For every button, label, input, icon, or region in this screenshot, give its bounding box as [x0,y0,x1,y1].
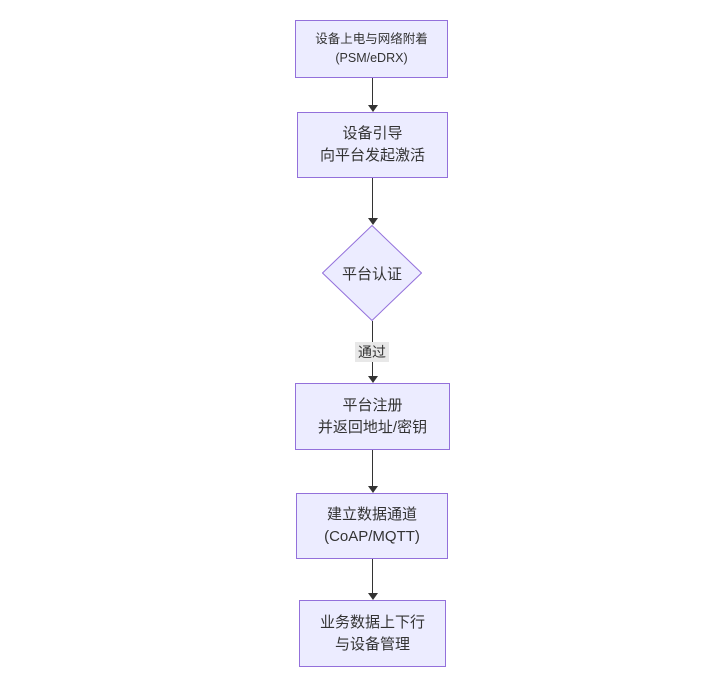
edge-bootstrap-to-auth [367,178,378,225]
arrowhead-down-icon [367,593,378,600]
edge-channel-to-business [367,559,378,600]
edge-register-to-channel [367,450,378,493]
node-bootstrap-line1: 设备引导 [342,125,403,142]
node-data-channel-line2: (CoAP/MQTT) [324,528,420,545]
edge-power-to-bootstrap [367,78,378,112]
node-power-attach-line2: (PSM/eDRX) [335,51,408,65]
node-data-channel-line1: 建立数据通道 [326,506,417,523]
node-bootstrap-line2: 向平台发起激活 [319,147,425,164]
node-register: 平台注册 并返回地址/密钥 [295,383,450,450]
arrowhead-down-icon [367,218,378,225]
node-business-data-line2: 与设备管理 [334,635,410,653]
node-power-attach-line1: 设备上电与网络附着 [315,32,428,46]
node-data-channel: 建立数据通道 (CoAP/MQTT) [296,493,448,559]
edge-line [372,450,373,487]
arrowhead-down-icon [367,376,378,383]
edge-line [372,178,373,219]
node-power-attach: 设备上电与网络附着 (PSM/eDRX) [295,20,448,78]
edge-line [372,559,373,594]
arrowhead-down-icon [367,105,378,112]
edge-line [372,78,373,106]
node-platform-auth-label: 平台认证 [341,265,402,283]
diamond-shape-icon [322,225,422,321]
node-platform-auth: 平台认证 [322,225,422,321]
edge-label-pass: 通过 [355,342,389,362]
node-register-line1: 平台注册 [342,396,403,414]
node-business-data-line1: 业务数据上下行 [319,613,425,631]
node-register-line2: 并返回地址/密钥 [317,418,428,436]
node-business-data: 业务数据上下行 与设备管理 [299,600,446,667]
arrowhead-down-icon [367,486,378,493]
node-bootstrap: 设备引导 向平台发起激活 [297,112,448,178]
